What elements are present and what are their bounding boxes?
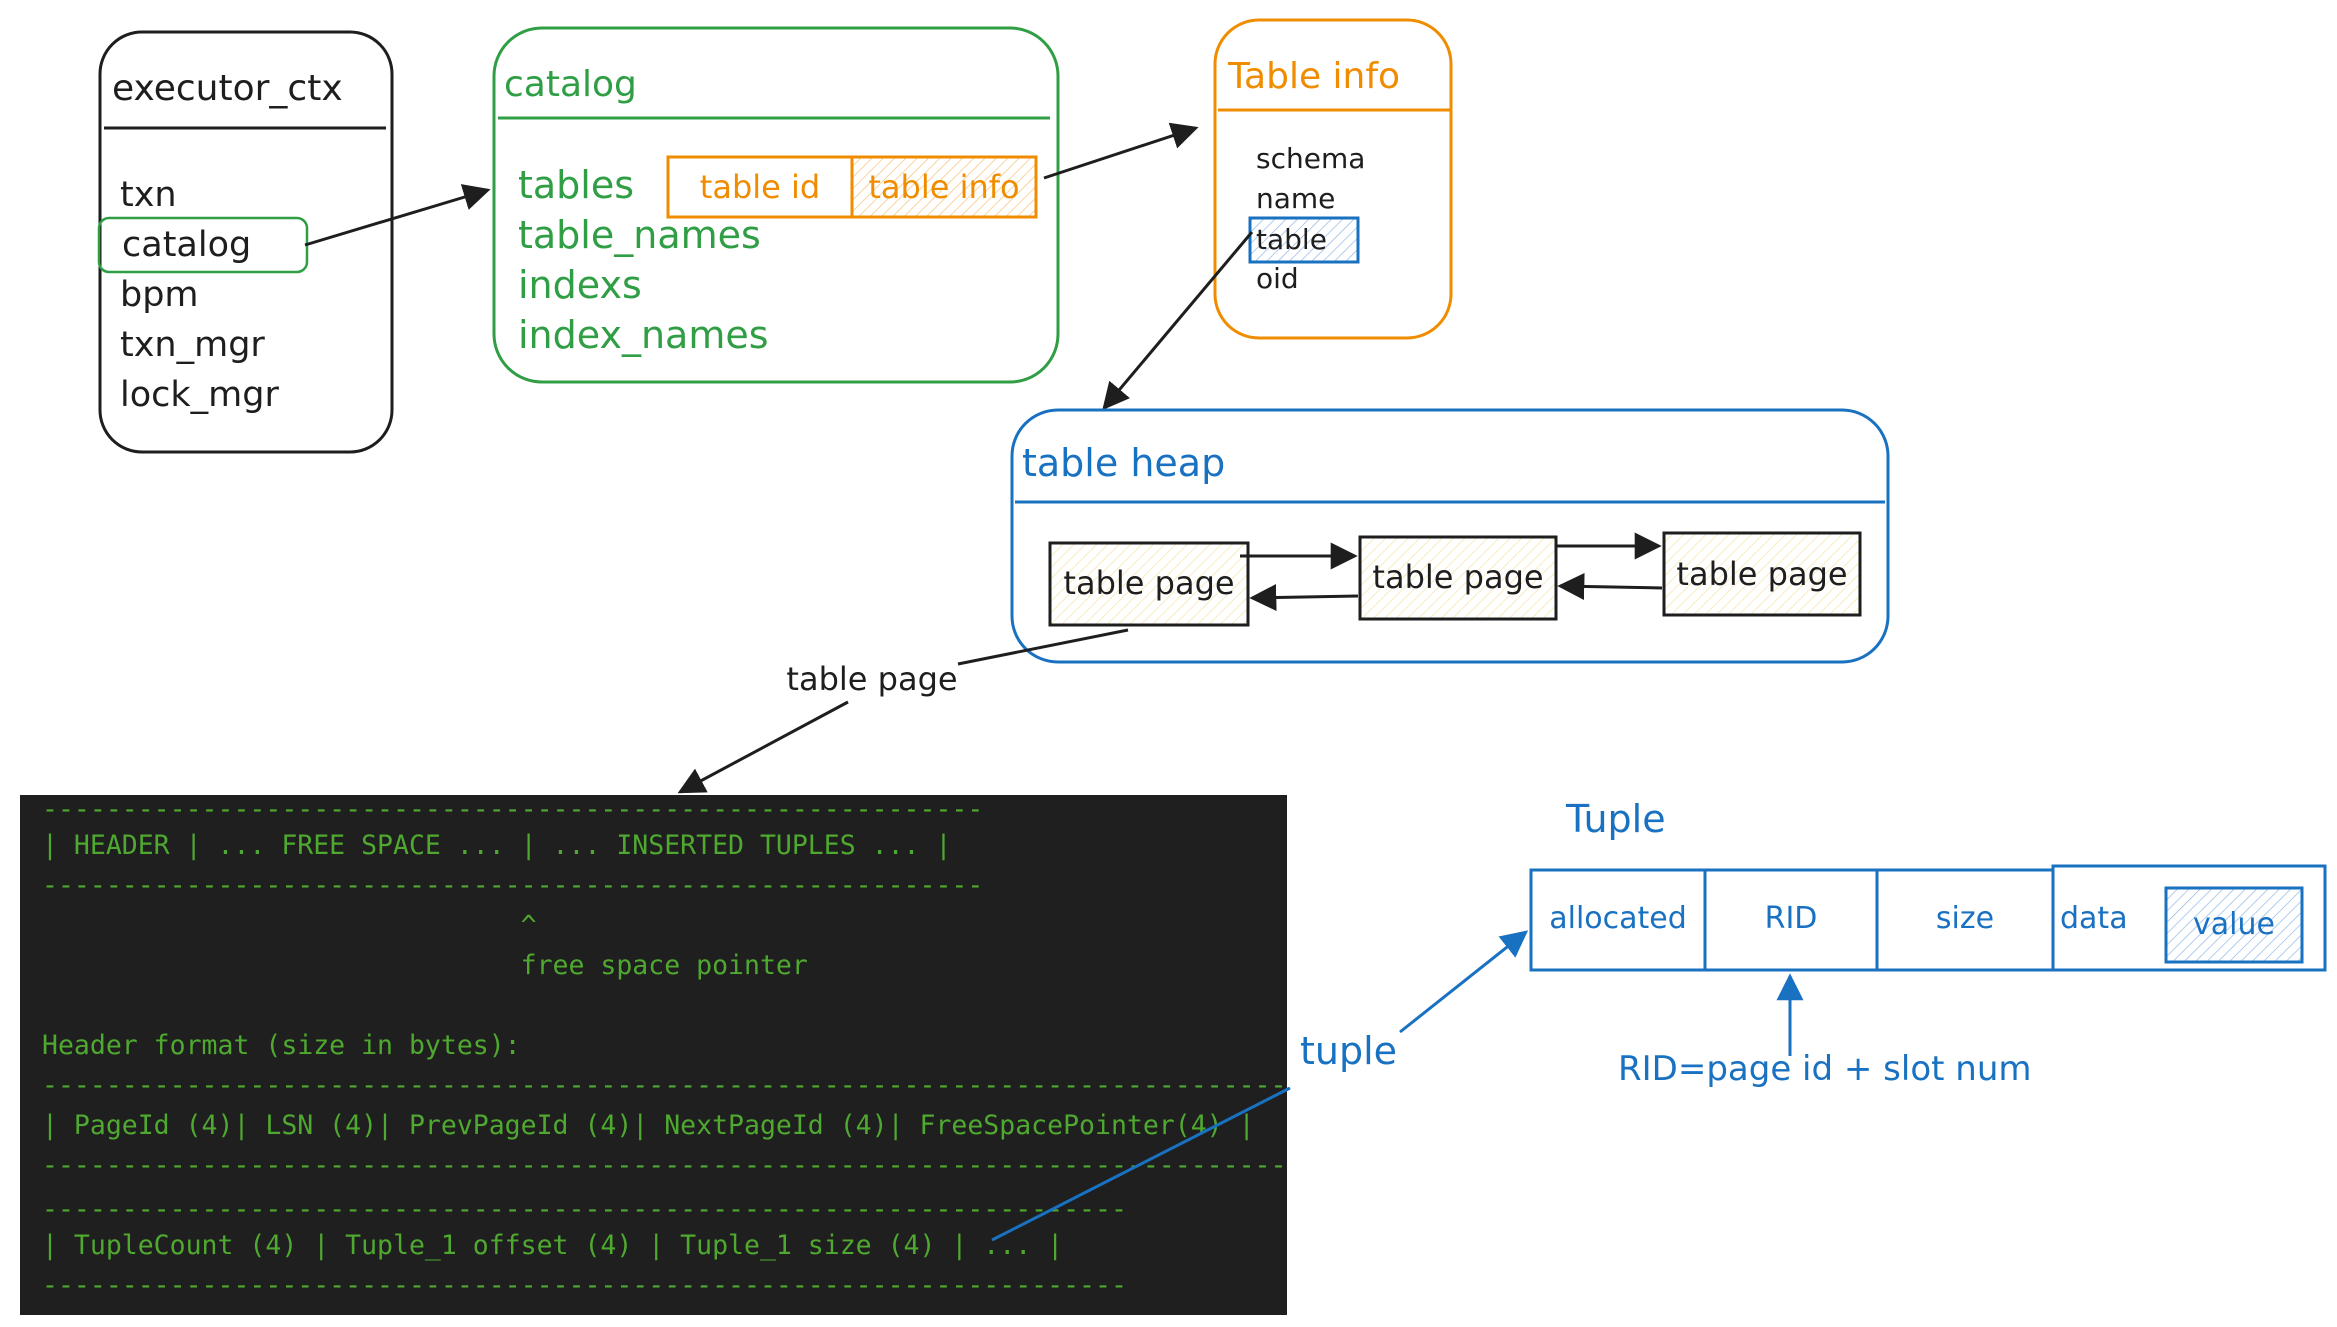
executor-ctx-field-lock-mgr: lock_mgr: [120, 375, 279, 415]
table-page-3: [1662, 531, 1862, 617]
terminal-line-4: ^: [42, 910, 537, 941]
catalog-field-index-names: index_names: [518, 313, 769, 357]
page-to-layout-arrow: [680, 628, 1129, 792]
terminal-line-1: ----------------------------------------…: [42, 795, 984, 825]
terminal-line-10: ----------------------------------------…: [42, 1150, 1287, 1181]
table-page-1-label: table page: [1063, 564, 1234, 602]
table-page-2: [1358, 535, 1558, 621]
terminal-line-13: | TupleCount (4) | Tuple_1 offset (4) | …: [42, 1230, 1064, 1261]
table-info-cell: [850, 155, 1038, 219]
terminal-line-2: | HEADER | ... FREE SPACE ... | ... INSE…: [42, 830, 952, 861]
table-heap-box: table heap table page table page table p…: [1010, 408, 1890, 664]
tuple-diagram: Tuple allocated RID size data value RID=…: [1529, 797, 2327, 1089]
tuple-field-data: data: [2060, 901, 2128, 936]
table-info-label: table info: [868, 168, 1019, 206]
executor-ctx-field-txn: txn: [120, 175, 177, 215]
catalog-title: catalog: [504, 64, 637, 105]
page3-to-page2-arrow: [1557, 572, 1663, 600]
table-id-label: table id: [700, 168, 820, 206]
catalog-field-table-names: table_names: [518, 213, 761, 257]
table-page-1: [1048, 541, 1250, 627]
table-info-field-name: name: [1256, 182, 1335, 215]
terminal-line-9: | PageId (4)| LSN (4)| PrevPageId (4)| N…: [42, 1110, 1255, 1141]
page-arrow-label: table page: [786, 660, 957, 698]
page-layout-terminal: ----------------------------------------…: [20, 795, 1287, 1315]
tuple-cell-value: [2164, 886, 2304, 964]
table-info-box: Table info schema name table oid: [1213, 18, 1453, 340]
catalog-box: catalog tables table_names indexs index_…: [492, 26, 1060, 384]
terminal-line-5: free space pointer: [42, 950, 808, 981]
table-to-heap-arrow: [1102, 231, 1254, 411]
catalog-field-tables: tables: [518, 163, 634, 207]
table-info-field-schema: schema: [1256, 142, 1365, 175]
terminal-line-8: ----------------------------------------…: [42, 1070, 1287, 1101]
executor-ctx-field-bpm: bpm: [120, 275, 199, 315]
terminal-line-3: ----------------------------------------…: [42, 870, 984, 901]
tuple-field-size: size: [1936, 901, 1994, 936]
table-info-title: Table info: [1227, 56, 1400, 97]
catalog-to-table-info-arrow: [1043, 122, 1199, 180]
page2-to-page1-arrow: [1249, 584, 1359, 612]
table-page-3-label: table page: [1676, 555, 1847, 593]
tuple-field-value: value: [2193, 907, 2275, 942]
table-heap-title: table heap: [1022, 441, 1225, 485]
executor-ctx-field-txn-mgr: txn_mgr: [120, 325, 265, 365]
table-page-2-label: table page: [1372, 558, 1543, 596]
table-info-field-oid: oid: [1256, 262, 1299, 295]
rid-note: RID=page id + slot num: [1618, 1049, 2032, 1089]
table-info-field-table: table: [1256, 223, 1327, 256]
tuple-cell-data: [2051, 864, 2327, 972]
table-field-highlight: [1248, 216, 1360, 264]
catalog-field-indexs: indexs: [518, 263, 642, 307]
tuple-title: Tuple: [1565, 797, 1666, 841]
tuple-field-allocated: allocated: [1549, 901, 1687, 936]
tuple-field-rid: RID: [1765, 901, 1818, 936]
terminal-line-7: Header format (size in bytes):: [42, 1030, 521, 1061]
terminal-line-14: ----------------------------------------…: [42, 1270, 1127, 1301]
executor-ctx-field-catalog: catalog: [122, 225, 251, 265]
executor-to-catalog-arrow: [304, 184, 491, 247]
executor-ctx-title: executor_ctx: [112, 68, 343, 109]
executor-ctx-box: executor_ctx txn catalog bpm txn_mgr loc…: [97, 30, 394, 454]
terminal-line-12: ----------------------------------------…: [42, 1194, 1127, 1225]
